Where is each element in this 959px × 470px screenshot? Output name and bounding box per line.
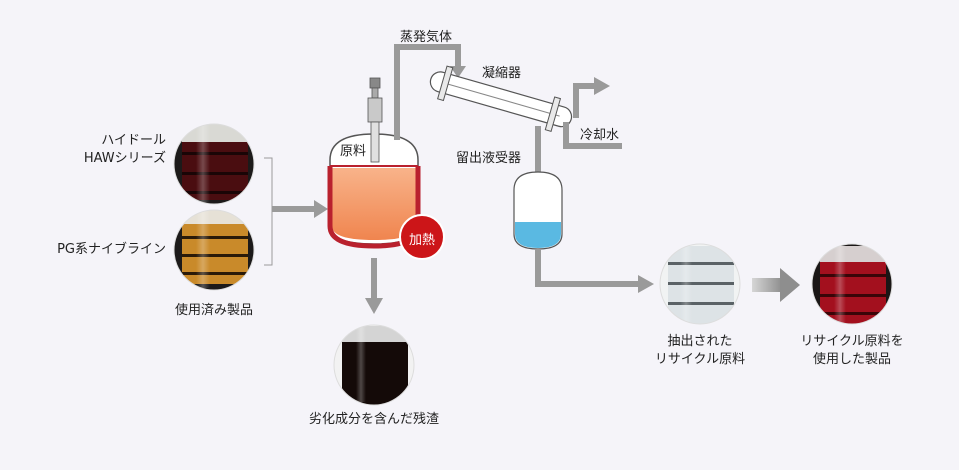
pg-label: PG系ナイブライン — [57, 242, 166, 257]
vapor-label: 蒸発気体 — [400, 30, 453, 45]
haw-label-line1: ハイドール — [101, 133, 166, 148]
pg-sample-jar — [174, 210, 254, 290]
heater — [399, 214, 445, 260]
receiver-vessel — [513, 171, 563, 250]
haw-sample-jar — [174, 124, 254, 204]
heating-label: 加熱 — [409, 233, 436, 248]
condenser-label: 凝縮器 — [482, 66, 522, 81]
input-bracket — [264, 157, 273, 266]
extracted-label-line2: リサイクル原料 — [654, 352, 746, 367]
raw-material-label: 原料 — [340, 144, 367, 159]
recycled-label-line2: 使用した製品 — [812, 352, 891, 367]
residue-label: 劣化成分を含んだ残渣 — [308, 412, 439, 427]
vapor-line — [394, 44, 466, 140]
extracted-label: 抽出された リサイクル原料 — [630, 333, 770, 369]
recycle-arrow — [752, 268, 800, 302]
residue-arrow — [365, 258, 383, 314]
condenser — [429, 65, 573, 132]
haw-label: ハイドール HAWシリーズ — [60, 132, 166, 168]
feed-arrow — [272, 200, 328, 218]
recycled-product-label: リサイクル原料を 使用した製品 — [782, 333, 922, 369]
extract-line — [535, 249, 654, 293]
recycled-product-sample-jar — [812, 244, 892, 324]
reactor-vessel — [327, 133, 421, 249]
used-products-label: 使用済み製品 — [174, 303, 253, 318]
extracted-sample-jar — [660, 244, 740, 324]
cooling-water-label: 冷却水 — [580, 128, 620, 143]
agitator — [367, 77, 383, 163]
receiver-label: 留出液受器 — [456, 151, 522, 166]
residue-sample-jar — [334, 325, 414, 405]
haw-label-line2: HAWシリーズ — [83, 151, 166, 166]
extracted-label-line1: 抽出された — [667, 334, 733, 349]
cooling-water-lines — [563, 77, 622, 149]
recycled-label-line1: リサイクル原料を — [800, 334, 904, 349]
